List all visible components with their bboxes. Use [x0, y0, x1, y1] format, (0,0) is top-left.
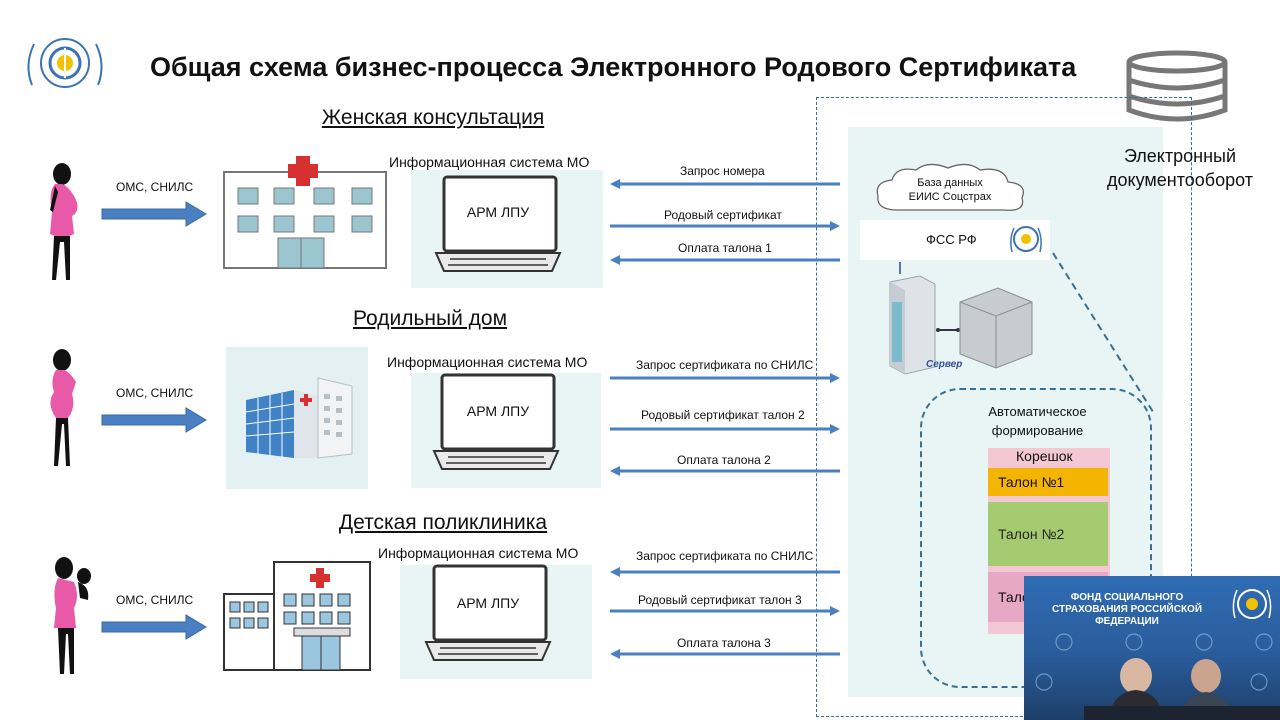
fss-label-box: ФСС РФ [860, 220, 1050, 260]
section-heading-maternity: Родильный дом [352, 307, 508, 330]
talon-2: Талон №2 [988, 502, 1108, 566]
arrow-right-2 [610, 221, 840, 231]
fss-logo [20, 30, 110, 100]
laptop-icon [430, 373, 562, 473]
database-icon [1125, 50, 1230, 125]
arrow-left-3 [610, 466, 840, 476]
arrow-label-3: Оплата талона 2 [677, 453, 771, 467]
page-title: Общая схема бизнес-процесса Электронного… [150, 52, 1077, 82]
arrow-right-1 [610, 373, 840, 383]
arrow-left-1 [610, 179, 840, 189]
input-arrow [101, 614, 207, 640]
dashed-connector [1052, 252, 1156, 416]
laptop-icon [422, 564, 554, 664]
edo-dashed-boundary [816, 97, 1192, 717]
fss-label: ФСС РФ [926, 232, 977, 247]
arrow-label-2: Родовый сертификат [664, 208, 782, 222]
input-arrow [101, 407, 207, 433]
arm-label: АРМ ЛПУ [466, 204, 530, 220]
arrow-label-1: Запрос сертификата по СНИЛС [636, 549, 814, 563]
clinic-building-icon [222, 560, 372, 672]
mother-with-child-icon [44, 556, 96, 678]
section-heading-childrens-clinic: Детская поликлиника [338, 511, 548, 534]
input-label: ОМС, СНИЛС [116, 386, 194, 400]
is-label: Информационная система МО [378, 545, 579, 561]
input-label: ОМС, СНИЛС [116, 180, 194, 194]
arm-label: АРМ ЛПУ [466, 403, 530, 419]
input-label: ОМС, СНИЛС [116, 593, 194, 607]
pregnant-woman-icon [38, 162, 88, 284]
input-arrow [101, 201, 207, 227]
is-label: Информационная система МО [387, 354, 588, 370]
laptop-icon [432, 175, 564, 275]
video-background-logos [1035, 633, 1280, 720]
cloud-label: База данных ЕИИС Соцстрах [908, 177, 992, 203]
arrow-right-2 [610, 606, 840, 616]
section-heading-womens-clinic: Женская консультация [321, 106, 545, 129]
arrow-left-1 [610, 567, 840, 577]
edo-label: Электронный документооборот [1107, 146, 1253, 190]
fss-small-logo-icon [1008, 222, 1044, 256]
arrow-label-3: Оплата талона 3 [677, 636, 771, 650]
arrow-label-1: Запрос сертификата по СНИЛС [636, 358, 814, 372]
server-label: Сервер [926, 359, 963, 370]
talon-1: Талон №1 [988, 468, 1108, 496]
video-caption: ФОНД СОЦИАЛЬНОГО СТРАХОВАНИЯ РОССИЙСКОЙ … [1051, 592, 1203, 627]
arrow-label-2: Родовый сертификат талон 2 [641, 408, 805, 422]
video-overlay[interactable]: ФОНД СОЦИАЛЬНОГО СТРАХОВАНИЯ РОССИЙСКОЙ … [1024, 576, 1280, 720]
maternity-building-icon [240, 372, 360, 462]
is-label: Информационная система МО [389, 154, 590, 170]
server-icon: Сервер [880, 262, 1040, 377]
arrow-right-2 [610, 424, 840, 434]
stub-label: Корешок [1016, 448, 1073, 464]
arrow-label-1: Запрос номера [680, 164, 765, 178]
cloud-database: База данных ЕИИС Соцстрах [868, 160, 1034, 220]
arrow-left-3 [610, 255, 840, 265]
arrow-left-3 [610, 649, 840, 659]
arrow-label-2: Родовый сертификат талон 3 [638, 593, 802, 607]
arrow-label-3: Оплата талона 1 [678, 241, 772, 255]
pregnant-woman-icon [38, 348, 88, 470]
arm-label: АРМ ЛПУ [456, 595, 520, 611]
video-logo-icon [1232, 589, 1272, 619]
hospital-icon [222, 150, 390, 270]
auto-formation-label: Автоматическое формирование [988, 404, 1087, 438]
